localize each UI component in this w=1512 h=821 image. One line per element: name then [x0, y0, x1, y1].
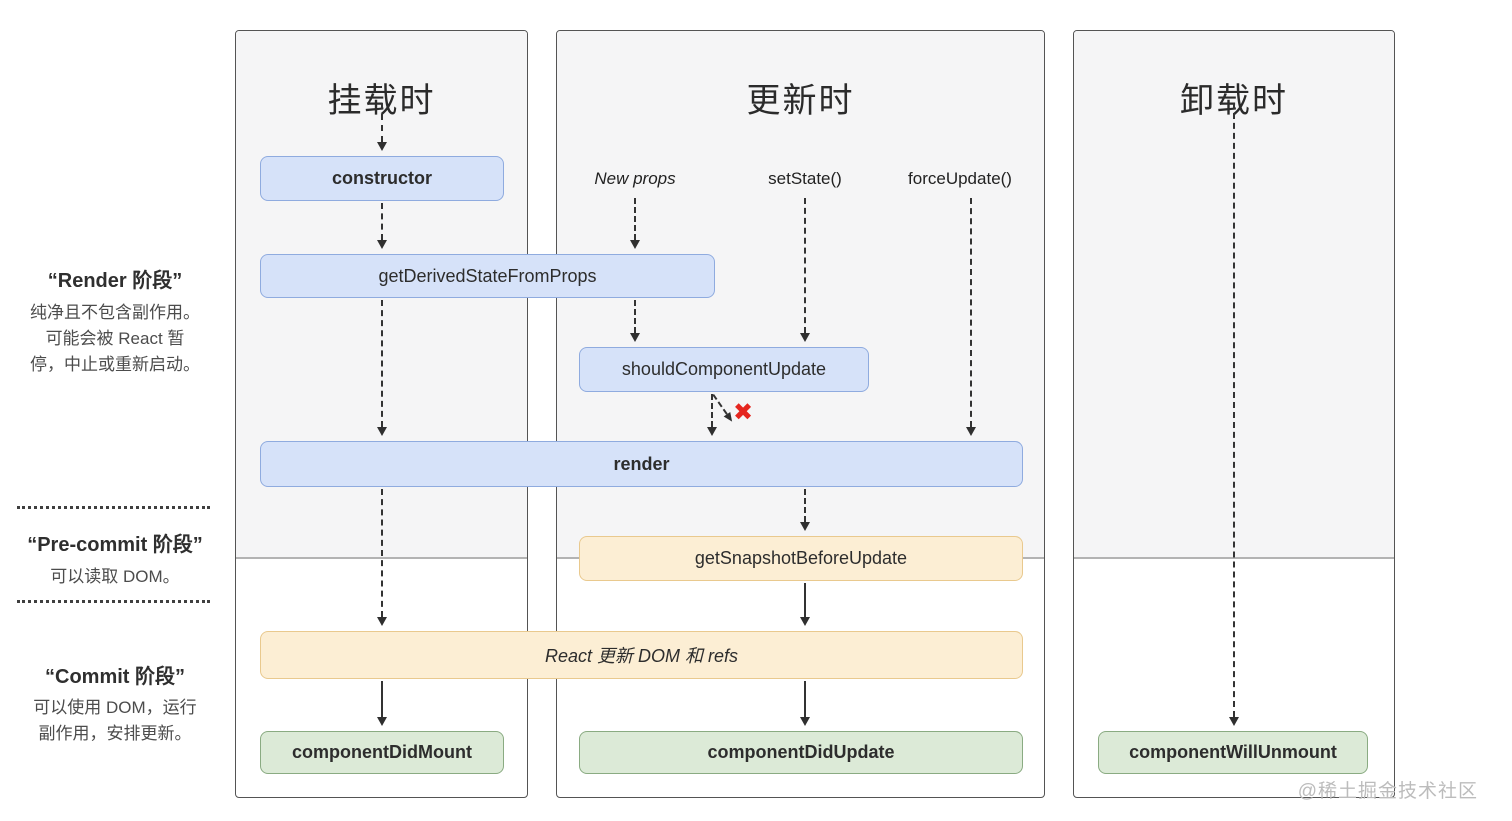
render-phase-title: “Render 阶段”	[47, 270, 183, 292]
should-component-update-node: shouldComponentUpdate	[579, 347, 869, 392]
arrow-newprops-to-gdsfp-icon	[630, 198, 640, 249]
cancel-x-icon: ✖	[733, 399, 754, 426]
render-phase-description: 纯净且不包含副作用。 可能会被 React 暂 停，中止或重新启动。	[30, 303, 200, 374]
commit-phase-title: “Commit 阶段”	[45, 666, 185, 688]
arrow-forceupdate-to-render-icon	[966, 198, 976, 436]
arrow-render-to-reactdom-icon	[377, 489, 387, 626]
juejin-watermark: @稀土掘金技术社区	[1297, 781, 1478, 802]
arrow-constructor-to-gdsfp-icon	[377, 203, 387, 249]
mounting-column-title: 挂载时	[327, 82, 436, 120]
force-update-label: forceUpdate()	[908, 169, 1012, 188]
component-did-mount-node: componentDidMount	[260, 731, 504, 774]
new-props-label: New props	[594, 169, 676, 188]
component-did-update-node: componentDidUpdate	[579, 731, 1023, 774]
arrow-gdsfp-to-scu-icon	[630, 300, 640, 342]
precommit-phase-description: 可以读取 DOM。	[50, 567, 180, 586]
arrow-title-to-willunmount-icon	[1229, 103, 1239, 726]
arrow-reactdom-to-didupdate-icon	[800, 681, 810, 726]
phase-separator	[17, 600, 210, 603]
arrow-render-to-snapshot-icon	[800, 489, 810, 531]
arrow-title-to-constructor-icon	[377, 103, 387, 151]
updating-column-title: 更新时	[746, 82, 855, 120]
arrow-setstate-to-scu-icon	[800, 198, 810, 342]
arrow-scu-to-render-icon	[707, 394, 717, 436]
constructor-node: constructor	[260, 156, 504, 201]
arrow-snapshot-to-reactdom-icon	[800, 583, 810, 626]
arrow-gdsfp-to-render-icon	[377, 300, 387, 436]
get-snapshot-before-update-node: getSnapshotBeforeUpdate	[579, 536, 1023, 581]
render-node: render	[260, 441, 1023, 487]
get-derived-state-from-props-node: getDerivedStateFromProps	[260, 254, 715, 298]
arrow-reactdom-to-didmount-icon	[377, 681, 387, 726]
react-updates-dom-node: React 更新 DOM 和 refs	[260, 631, 1023, 679]
set-state-label: setState()	[768, 169, 842, 188]
commit-phase-description: 可以使用 DOM，运行 副作用，安排更新。	[33, 698, 197, 743]
precommit-phase-title: “Pre-commit 阶段”	[27, 534, 203, 556]
component-will-unmount-node: componentWillUnmount	[1098, 731, 1368, 774]
phase-separator	[17, 506, 210, 509]
